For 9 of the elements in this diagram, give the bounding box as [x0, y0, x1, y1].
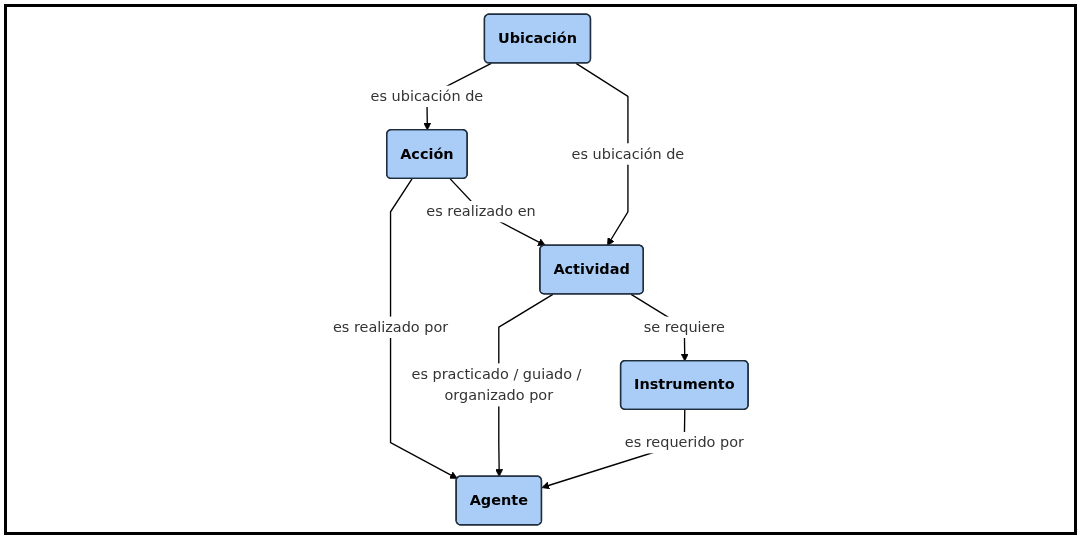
- edge-label: se requiere: [643, 318, 725, 336]
- edge-label: es practicado / guiado / organizado por: [411, 365, 582, 404]
- edge-label: es ubicación de: [571, 145, 685, 163]
- edge-label: es ubicación de: [370, 87, 484, 105]
- arrow: [389, 178, 458, 479]
- arrow: [575, 62, 629, 246]
- edge-label: es realizado en: [426, 202, 536, 220]
- edge-label: es requerido por: [624, 433, 744, 451]
- edge-label: es realizado por: [332, 318, 449, 336]
